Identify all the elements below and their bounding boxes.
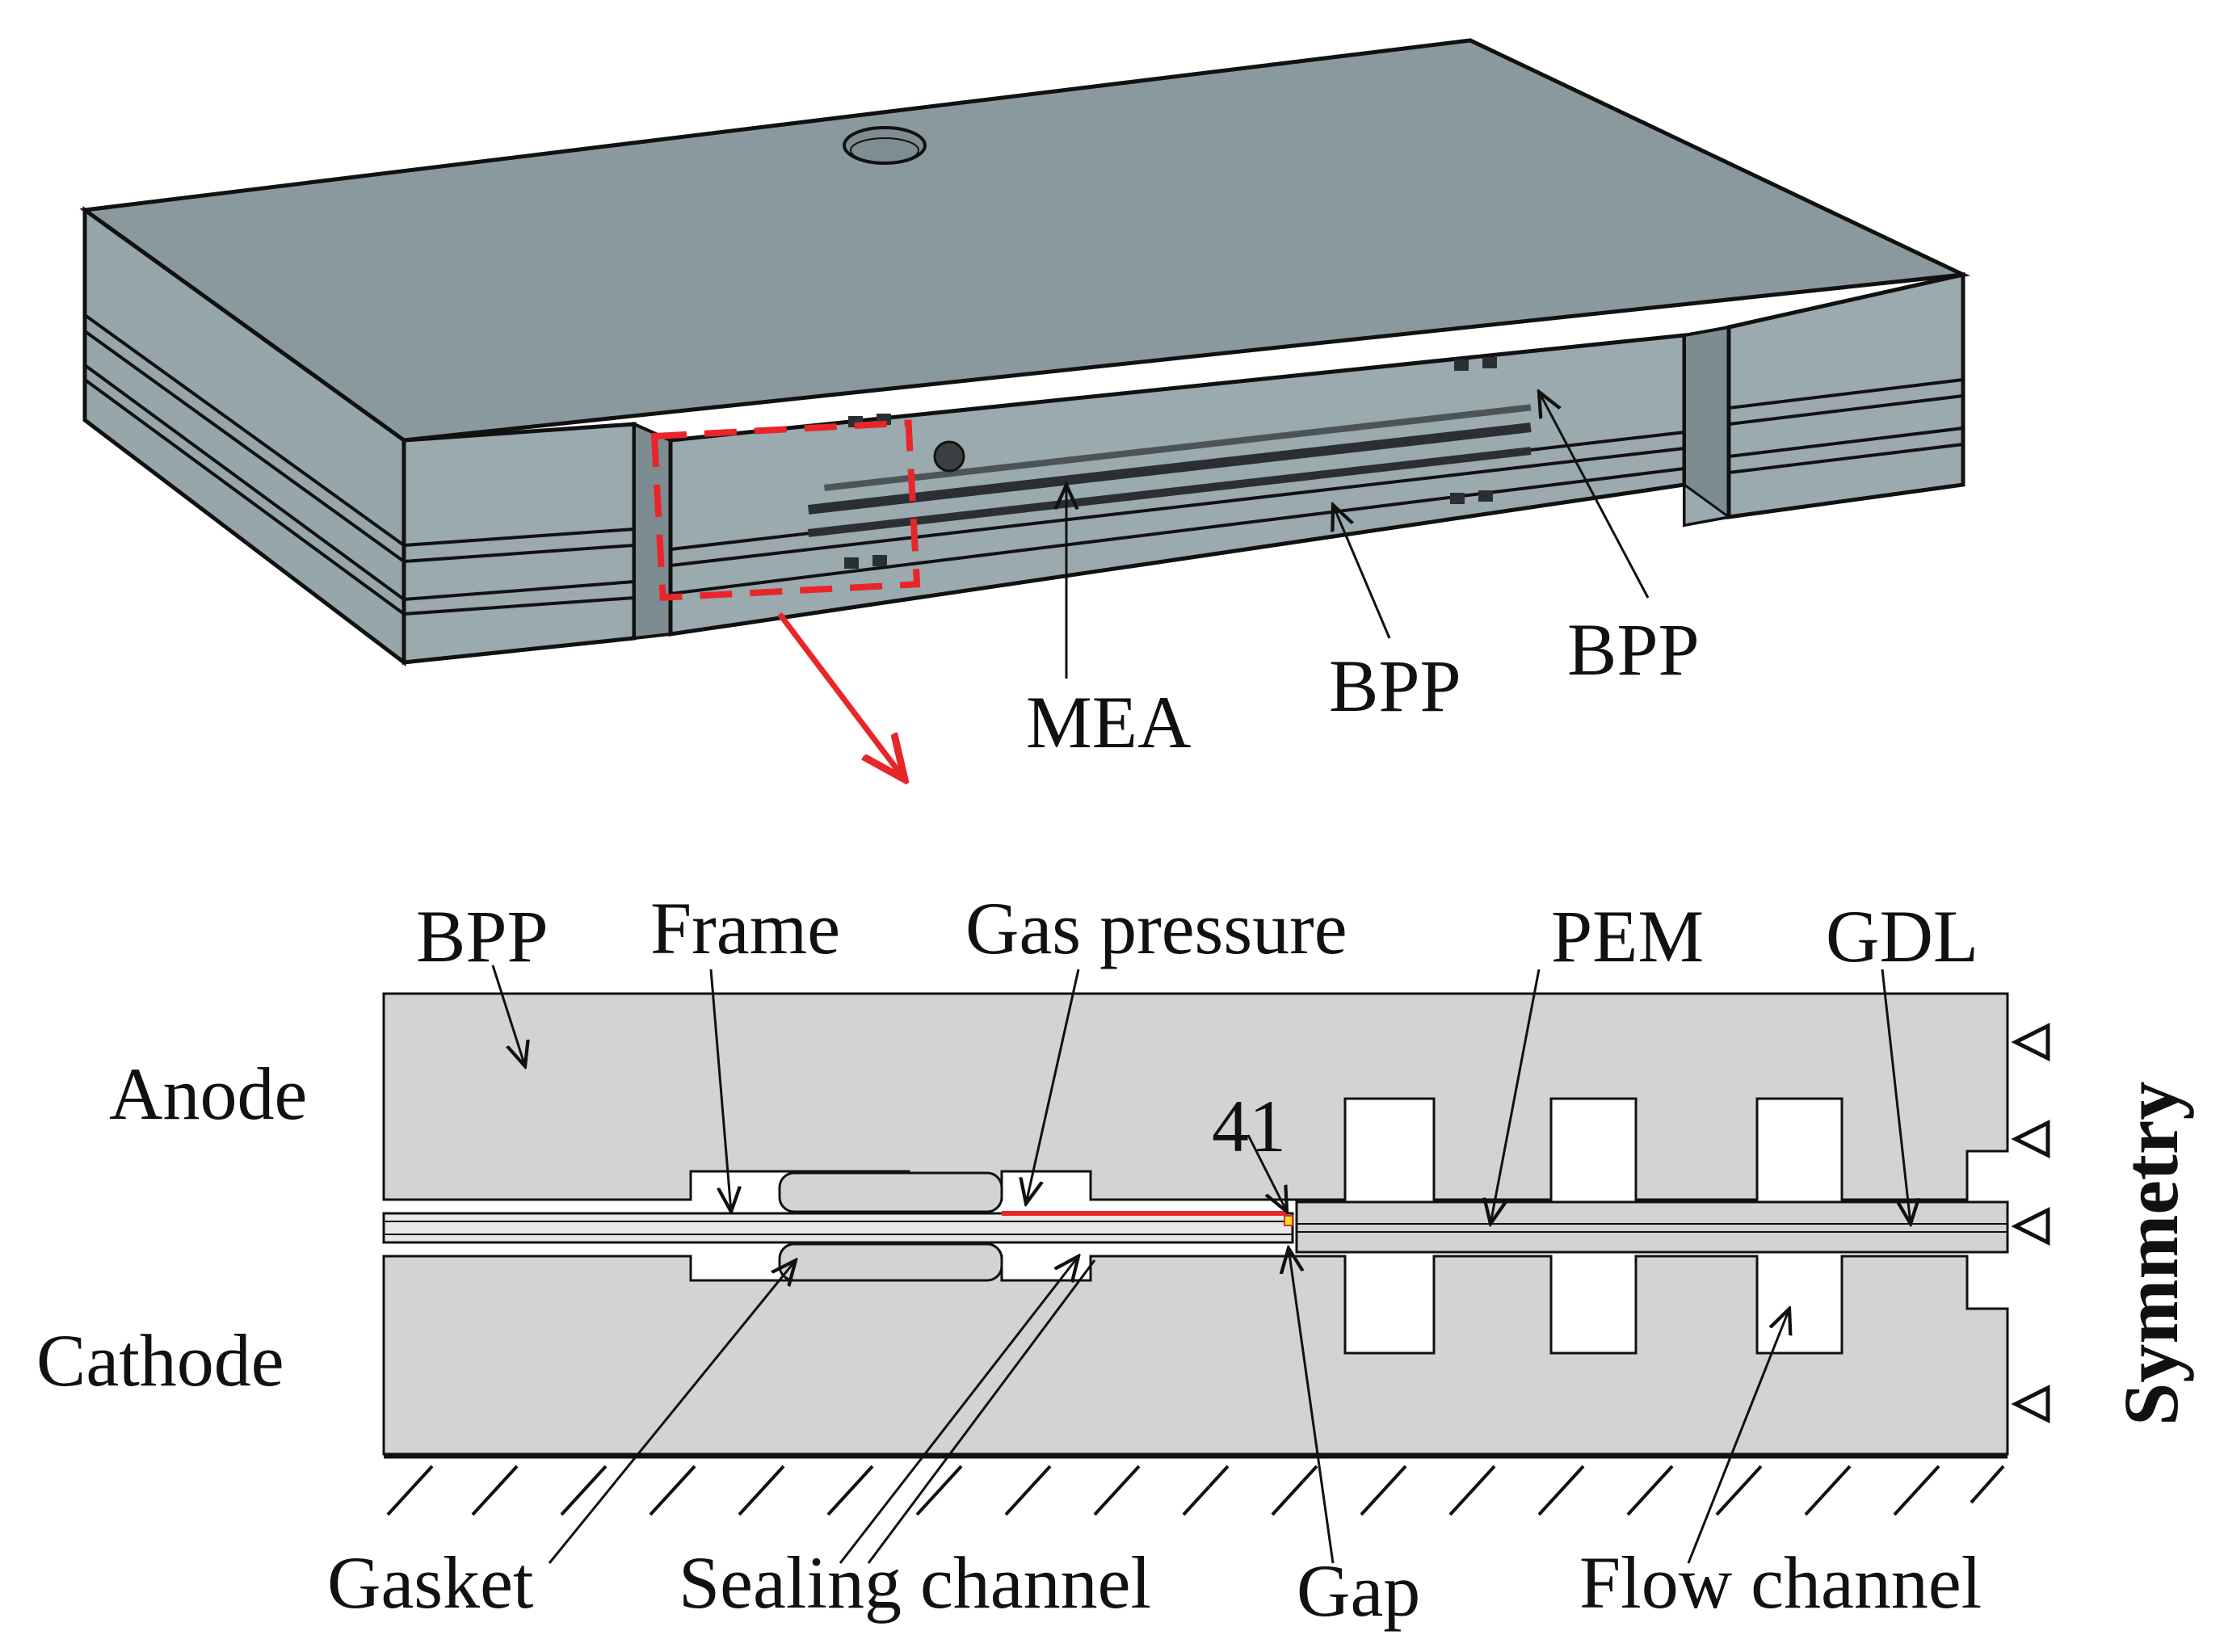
label-flow-channel: Flow channel xyxy=(1579,1541,1982,1624)
label-gdl: GDL xyxy=(1826,895,1978,977)
flow-field-pattern xyxy=(808,404,1532,537)
label-cathode: Cathode xyxy=(36,1319,284,1402)
gasket-upper xyxy=(778,1171,1003,1213)
label-node-41: 41 xyxy=(1212,1085,1286,1167)
label-sealing-channel: Sealing channel xyxy=(679,1541,1151,1624)
cathode-plate xyxy=(382,1255,2009,1456)
label-bpp: BPP xyxy=(416,895,549,977)
stack-front-face-right xyxy=(1726,271,1965,519)
label-pem: PEM xyxy=(1551,895,1704,977)
label-bpp-lower: BPP xyxy=(1329,645,1461,727)
mea-strip xyxy=(1295,1200,2009,1254)
label-frame: Frame xyxy=(650,887,840,969)
label-mea: MEA xyxy=(1026,681,1191,763)
gasket-lower xyxy=(778,1242,1003,1282)
label-bpp-upper: BPP xyxy=(1567,608,1700,691)
label-gas-pressure: Gas pressure xyxy=(965,887,1347,969)
detail-callout-arrow xyxy=(777,612,905,780)
frame-strip xyxy=(382,1212,1294,1244)
label-symmetry: Symmetry xyxy=(2108,1081,2194,1426)
symmetry-markers xyxy=(2011,1022,2050,1424)
detail-callout-box xyxy=(650,419,921,601)
node-41-marker xyxy=(1284,1215,1293,1226)
support-hatching xyxy=(386,1465,2005,1516)
stack-3d-view: MEA BPP BPP xyxy=(79,38,1971,780)
label-gap: Gap xyxy=(1297,1549,1420,1632)
label-gasket: Gasket xyxy=(327,1541,534,1624)
label-anode: Anode xyxy=(109,1053,307,1135)
anode-plate xyxy=(382,992,2009,1201)
section-view: BPP Frame Gas pressure PEM GDL Anode Cat… xyxy=(36,887,2194,1632)
